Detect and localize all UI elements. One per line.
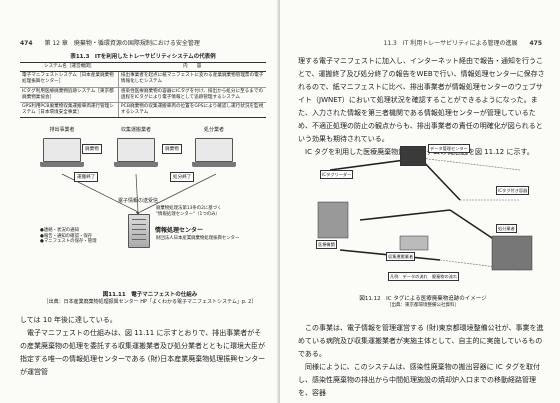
server-label: データ管理センター: [428, 144, 470, 154]
table-header: システム名［運営機関］: [20, 61, 119, 73]
tag-box-label: ICタグ付き容器: [496, 186, 530, 196]
network-label: 電子情報の送受信: [118, 198, 159, 204]
figure-tag: 廃棄物: [82, 144, 102, 154]
paragraph: 電子マニフェストの仕組みは、図 11.11 に示すとおりで、排出事業者がその産業…: [20, 329, 266, 376]
hospital-label: 医療機関: [316, 240, 337, 250]
right-running-head: 11.3 IT 利用トレーサビリティによる管理の進展 475: [384, 38, 543, 47]
actor-label: 収集運搬業者: [120, 127, 151, 133]
left-running-head-text: 第 12 章 廃棄物・循環資源の国際規制における安全管理: [44, 40, 200, 47]
table-cell: 排出事業者を起点に紙マニフェストに変わる産業廃棄物管理票の電子情報化したシステム: [118, 71, 266, 88]
server-icon: [128, 214, 150, 248]
table-header: 内 容: [118, 61, 266, 73]
caption-title: 図11.11 電子マニフェストの仕組み: [102, 292, 198, 298]
figure-legend: 凡例 データの流れ 廃棄物の流れ: [388, 272, 460, 282]
ic-tag-figure: データ管理センター ICタグリーダー 医療機関 収集運搬業者 処分業者 ICタグ…: [300, 140, 550, 288]
figure-tag: 処分終了: [170, 172, 195, 182]
laptop-icon: [114, 138, 158, 167]
figure-caption-right: 図11.12 IC タグによる医療廃棄物追跡のイメージ ［出典：東京都環境整備公…: [298, 294, 548, 308]
caption-title: 図11.12 IC タグによる医療廃棄物追跡のイメージ: [359, 296, 487, 302]
left-body-text: しては 10 年後に達している。 電子マニフェストの仕組みは、図 11.11 に…: [20, 314, 268, 379]
laptop-icon: [192, 138, 236, 167]
paragraph: 同様にように、このシステムは、感染性廃棄物の搬出容器に IC タグを取付し、感染…: [298, 363, 540, 397]
right-page-number: 475: [529, 40, 542, 47]
table-row: 電子マニフェストシステム［日本産業廃棄物処理振興センター］ 排出事業者を起点に紙…: [20, 71, 266, 88]
table-row: ICタグ利用医療廃棄物追跡システム［東京都廃棄物業協会］ 感染性医療廃棄物の容器…: [20, 87, 266, 103]
collector-label: 収集運搬業者: [386, 252, 416, 262]
center-name: 情報処理センター: [155, 227, 204, 234]
actor-label: 排出事業者: [49, 127, 75, 133]
table-row: GPS利用PCB廃棄物収集運搬車両運行管理システム［日本環境安全事業］ PCB廃…: [20, 102, 266, 119]
caption-source: ［出典：東京都環境整備公社資料］: [387, 303, 459, 308]
paragraph: 理する電子マニフェストに加入し、インターネット経由で報告・通知を行うことで、運搬…: [298, 57, 545, 143]
center-functions: ●連絡・状況の通知 ●報告・通知の確認・保存 ●マニフェストの保存・管理: [40, 228, 97, 245]
paragraph: しては 10 年後に達している。: [20, 316, 117, 324]
table-cell: 感染性医療廃棄物の容器にICタグを付け、排出から処分に至るまでの過程をICタグに…: [118, 87, 266, 103]
center-note: 廃棄物処理法第13条の2に基づく "情報処理センター"（1つのみ）: [156, 206, 222, 217]
figure-tag: 廃棄物: [162, 144, 182, 154]
right-body-text-bottom: この事業は、電子情報を管理運営する (財)東京都環境整備公社が、事業を進めている…: [298, 322, 548, 400]
laptop-icon: [40, 138, 84, 167]
caption-source: ［出典：日本産業廃棄物処理振興センター HP「よくわかる電子マニフェストシステム…: [43, 299, 257, 305]
table-cell: 電子マニフェストシステム［日本産業廃棄物処理振興センター］: [20, 71, 119, 88]
actor-label: 処分業者: [203, 127, 224, 133]
processor-label: 処分業者: [496, 224, 517, 234]
table-cell: PCB廃棄物の収集運搬車両の位置をGPSにより確認し運行状況を監視するシステム: [118, 102, 266, 119]
table-cell: ICタグ利用医療廃棄物追跡システム［東京都廃棄物業協会］: [20, 87, 119, 103]
right-running-head-text: 11.3 IT 利用トレーサビリティによる管理の進展: [383, 40, 518, 47]
reader-label: ICタグリーダー: [320, 170, 354, 180]
right-page: 11.3 IT 利用トレーサビリティによる管理の進展 475: [280, 0, 560, 403]
table-title: 表11.3 ITを利用したトレーサビリティシステムの代表例: [70, 54, 216, 60]
center-org: 財団法人日本産業廃棄物処理振興センター: [156, 236, 240, 241]
table-cell: GPS利用PCB廃棄物収集運搬車両運行管理システム［日本環境安全事業］: [20, 102, 119, 119]
left-page-number: 474: [20, 40, 33, 47]
figure-flow-arrows: [317, 157, 533, 271]
manifest-figure: 排出事業者 収集運搬業者 処分業者 廃棄物 廃棄物 運搬終了 処分終了 電子情報…: [20, 126, 266, 286]
left-page: 474 第 12 章 廃棄物・循環資源の国際規制における安全管理 表11.3 I…: [20, 38, 268, 379]
traceability-table: システム名［運営機関］ 内 容 電子マニフェストシステム［日本産業廃棄物処理振興…: [20, 61, 266, 119]
figure-tag: 運搬終了: [74, 172, 99, 182]
server-icon: [400, 146, 426, 166]
left-running-head: 474 第 12 章 廃棄物・循環資源の国際規制における安全管理: [20, 38, 200, 47]
figure-caption-left: 図11.11 電子マニフェストの仕組み ［出典：日本産業廃棄物処理振興センター …: [40, 290, 260, 305]
paragraph: この事業は、電子情報を管理運営する (財)東京都環境整備公社が、事業を進めている…: [298, 324, 544, 358]
